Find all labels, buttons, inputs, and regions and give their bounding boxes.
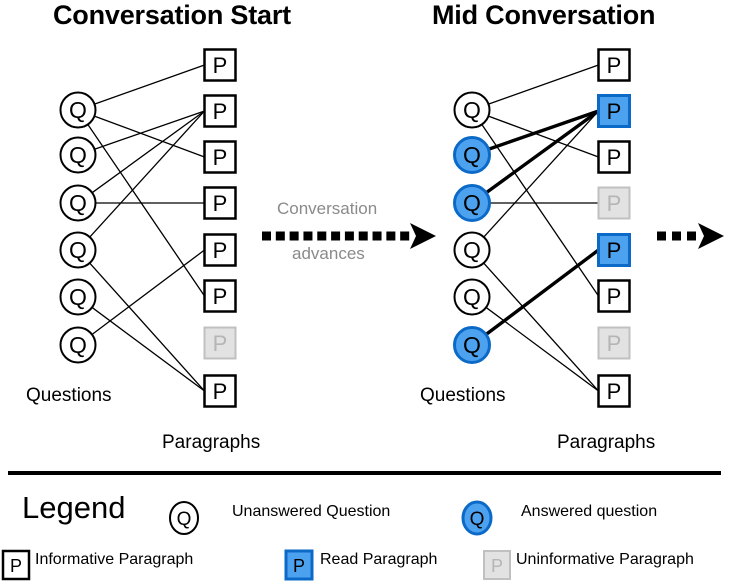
- conversation-advances-line2: advances: [292, 244, 365, 263]
- legend-glyph-informative-paragraph: P: [1, 549, 31, 581]
- panel-title-mid-conversation: Mid Conversation: [432, 0, 656, 30]
- edge-conversation-start-q1-p6: [87, 123, 206, 297]
- questions-label-left: Questions: [26, 385, 112, 406]
- edge-mid-conversation-q1-p1: [487, 64, 600, 105]
- conversation-advances-arrow: [262, 223, 436, 249]
- legend-glyph-uninformative-paragraph: P: [483, 550, 511, 580]
- edge-conversation-start-q2-p2: [93, 110, 206, 150]
- edge-mid-conversation-q3-p2: [484, 109, 601, 195]
- edge-mid-conversation-q4-p2: [483, 110, 600, 238]
- question-node-mid-conversation-q3[interactable]: Q: [453, 184, 491, 222]
- paragraphs-label-right: Paragraphs: [557, 432, 656, 453]
- edge-conversation-start-q5-p8: [91, 306, 206, 392]
- arrows-layer: [262, 223, 724, 249]
- question-node-mid-conversation-q6[interactable]: Q: [453, 326, 491, 364]
- legend-glyph-label: P: [10, 556, 22, 576]
- legend-label-answered-question: Answered question: [521, 503, 658, 520]
- edge-conversation-start-q4-p8: [89, 262, 206, 392]
- paragraph-node-mid-conversation-p3[interactable]: P: [597, 140, 631, 174]
- paragraph-node-conversation-start-p8[interactable]: P: [203, 374, 237, 408]
- legend-glyph-label: Q: [177, 509, 192, 530]
- question-node-mid-conversation-q5[interactable]: Q: [453, 278, 491, 316]
- paragraph-node-mid-conversation-p1[interactable]: P: [597, 48, 631, 82]
- legend-glyph-read-paragraph: P: [284, 549, 314, 581]
- question-node-conversation-start-q3[interactable]: Q: [59, 184, 97, 222]
- paragraph-node-mid-conversation-p7[interactable]: P: [597, 326, 631, 360]
- legend-label-read-paragraph: Read Paragraph: [320, 551, 438, 568]
- paragraphs-label-left: Paragraphs: [162, 432, 261, 453]
- question-node-mid-conversation-q4[interactable]: Q: [453, 231, 491, 269]
- question-node-conversation-start-q5[interactable]: Q: [59, 278, 97, 316]
- edge-mid-conversation-q1-p6: [481, 123, 600, 297]
- question-node-mid-conversation-q2[interactable]: Q: [453, 136, 491, 174]
- edge-mid-conversation-q2-p2: [486, 109, 601, 151]
- question-node-conversation-start-q2[interactable]: Q: [59, 136, 97, 174]
- question-node-conversation-start-q6[interactable]: Q: [59, 326, 97, 364]
- edge-conversation-start-q1-p1: [93, 64, 206, 105]
- legend-glyph-unanswered-question: Q: [169, 501, 199, 535]
- edge-conversation-start-q3-p2: [91, 110, 206, 194]
- legend-glyph-label: Q: [470, 509, 485, 530]
- legend-label-informative-paragraph: Informative Paragraph: [35, 551, 194, 568]
- panel-title-conversation-start: Conversation Start: [53, 0, 291, 30]
- paragraph-node-mid-conversation-p6[interactable]: P: [597, 279, 631, 313]
- continuation-arrow: [657, 223, 724, 249]
- paragraph-node-conversation-start-p6[interactable]: P: [203, 279, 237, 313]
- edge-mid-conversation-q4-p8: [483, 262, 600, 392]
- paragraph-node-mid-conversation-p8[interactable]: P: [597, 374, 631, 408]
- edge-mid-conversation-q6-p5: [484, 248, 601, 337]
- question-node-mid-conversation-q1[interactable]: Q: [453, 91, 491, 129]
- paragraph-node-mid-conversation-p4[interactable]: P: [597, 186, 631, 220]
- legend-glyph-label: P: [491, 556, 503, 576]
- question-node-conversation-start-q1[interactable]: Q: [59, 91, 97, 129]
- paragraph-node-conversation-start-p5[interactable]: P: [203, 233, 237, 267]
- questions-label-right: Questions: [420, 385, 506, 406]
- question-node-conversation-start-q4[interactable]: Q: [59, 231, 97, 269]
- edge-conversation-start-q1-p3: [93, 115, 206, 158]
- legend-glyph-answered-question: Q: [461, 500, 493, 536]
- legend-label-unanswered-question: Unanswered Question: [232, 503, 391, 520]
- edge-conversation-start-q4-p2: [89, 110, 206, 238]
- paragraph-node-mid-conversation-p5[interactable]: P: [597, 233, 631, 267]
- edges-layer: [87, 64, 601, 392]
- legend-glyphs-layer: Q Q P P P: [1, 500, 511, 581]
- paragraph-node-conversation-start-p7[interactable]: P: [203, 326, 237, 360]
- legend-label-uninformative-paragraph: Uninformative Paragraph: [516, 551, 694, 568]
- legend-glyph-label: P: [293, 556, 305, 576]
- conversation-advances-line1: Conversation: [277, 199, 378, 218]
- edge-mid-conversation-q1-p3: [487, 115, 600, 158]
- edge-conversation-start-q6-p5: [91, 249, 206, 336]
- paragraph-node-conversation-start-p1[interactable]: P: [203, 48, 237, 82]
- paragraph-node-conversation-start-p3[interactable]: P: [203, 140, 237, 174]
- paragraph-node-conversation-start-p2[interactable]: P: [203, 94, 237, 128]
- paragraph-node-conversation-start-p4[interactable]: P: [203, 186, 237, 220]
- legend-title: Legend: [22, 490, 126, 525]
- paragraph-node-mid-conversation-p2[interactable]: P: [597, 94, 631, 128]
